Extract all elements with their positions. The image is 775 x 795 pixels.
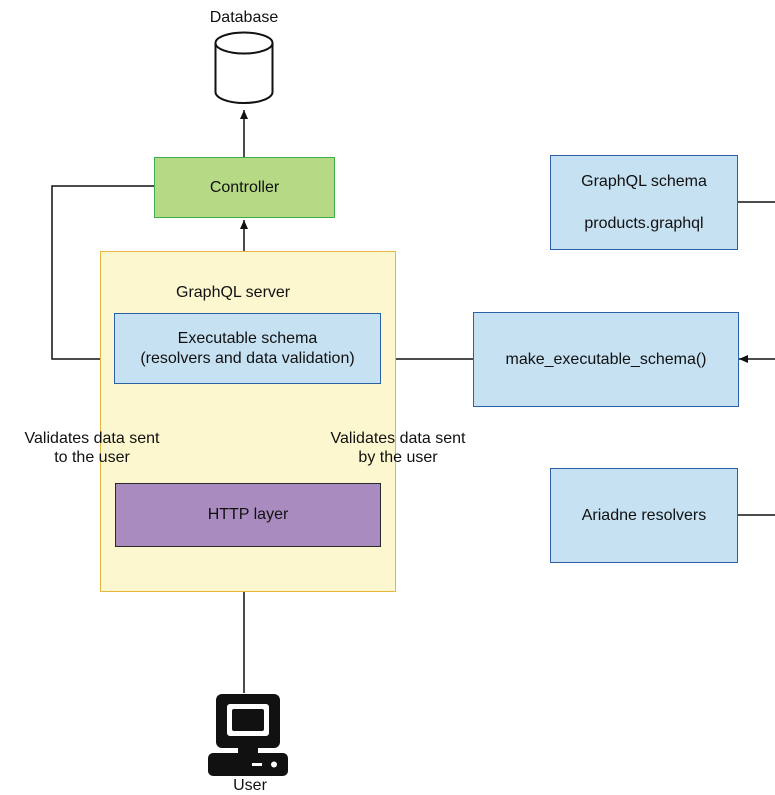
executable-schema-box-visible: Executable schema (resolvers and data va… <box>114 313 381 384</box>
executable-schema-title: Executable schema <box>177 329 318 347</box>
http-layer-box: HTTP layer <box>115 483 381 547</box>
graphql-schema-box: GraphQL schema products.graphql <box>550 155 738 250</box>
ariadne-resolvers-label: Ariadne resolvers <box>581 506 707 524</box>
user-label: User <box>233 777 267 794</box>
make-executable-schema-box: make_executable_schema() <box>473 312 739 407</box>
validates-sent-to-user-line2: to the user <box>54 449 130 466</box>
graphql-schema-filename: products.graphql <box>584 214 704 232</box>
ariadne-resolvers-box: Ariadne resolvers <box>550 468 738 563</box>
validates-sent-by-user-line2: by the user <box>358 449 438 466</box>
arrow-controller-to-executable-schema <box>51 185 154 363</box>
validates-sent-to-user-label: Validates data sent to the user <box>6 429 178 467</box>
make-executable-schema-label: make_executable_schema() <box>505 350 707 368</box>
controller-box: Controller <box>154 157 335 218</box>
graphql-schema-title: GraphQL schema <box>581 172 707 190</box>
graphql-server-label: GraphQL server <box>176 284 291 301</box>
controller-label: Controller <box>209 178 280 196</box>
validates-sent-by-user-label: Validates data sent by the user <box>312 429 484 467</box>
validates-sent-to-user-line1: Validates data sent <box>24 430 160 447</box>
http-layer-label: HTTP layer <box>207 506 289 523</box>
executable-schema-subtitle: (resolvers and data validation) <box>140 349 355 367</box>
validates-sent-by-user-line1: Validates data sent <box>330 430 466 447</box>
database-cylinder-icon <box>214 31 274 104</box>
computer-terminal-icon <box>208 694 288 776</box>
database-label: Database <box>209 9 279 26</box>
